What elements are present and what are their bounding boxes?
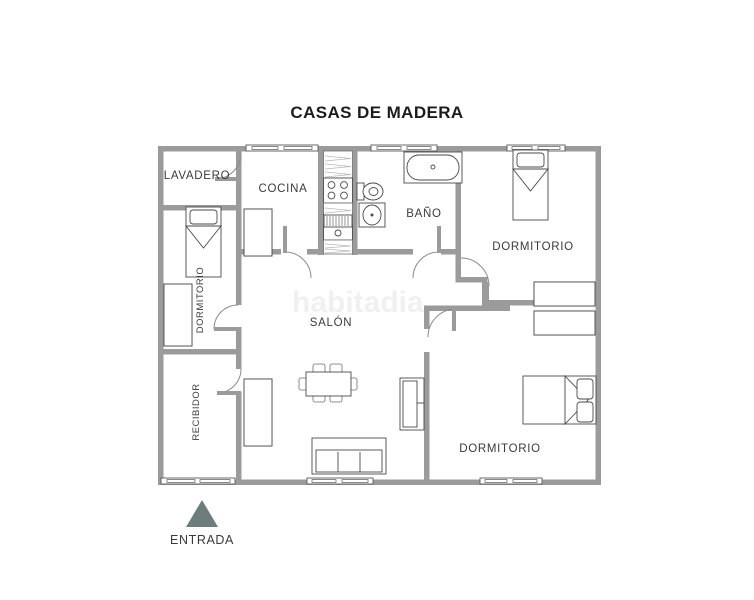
entrance-marker-group <box>186 500 218 527</box>
door <box>213 304 241 331</box>
room-label-dormitorio-2: DORMITORIO <box>492 241 574 253</box>
wardrobe-icon <box>533 281 596 307</box>
appliance-grille-icon <box>323 214 353 228</box>
room-label-recibidor: RECIBIDOR <box>191 383 202 440</box>
interior-wall <box>236 327 242 354</box>
window <box>245 144 319 152</box>
wardrobe-icon <box>243 378 273 447</box>
window <box>479 477 543 485</box>
wardrobes-group <box>163 208 596 447</box>
wardrobe-icon <box>163 283 193 347</box>
interior-wall <box>357 249 413 255</box>
room-label-dormitorio-3: DORMITORIO <box>459 443 541 455</box>
interior-wall <box>424 305 510 311</box>
bathtub-icon <box>403 151 463 184</box>
door <box>412 226 441 279</box>
interior-wall <box>424 311 430 329</box>
bathroom-sink-icon <box>358 202 386 228</box>
toilet-icon <box>356 182 384 201</box>
doors-group <box>213 152 490 395</box>
watermark-text: habitadia <box>292 286 424 319</box>
beds-group <box>185 149 597 426</box>
room-label-cocina: COCINA <box>259 183 308 195</box>
single-bed-icon <box>512 149 549 221</box>
entrance-label: ENTRADA <box>170 533 234 547</box>
interior-wall <box>482 277 488 305</box>
room-label-salon: SALÓN <box>310 316 353 329</box>
kitchen-fixtures <box>323 150 353 255</box>
door <box>460 257 490 304</box>
room-label-dormitorio-1: DORMITORIO <box>195 267 206 334</box>
interior-wall <box>441 249 461 255</box>
room-label-lavadero: LAVADERO <box>164 170 231 182</box>
interior-wall <box>352 146 358 255</box>
triangle-up-icon <box>186 500 218 527</box>
door <box>427 307 457 338</box>
interior-wall <box>158 349 241 355</box>
armchair-icon <box>399 377 425 431</box>
interior-wall <box>455 277 488 283</box>
window <box>306 477 374 485</box>
interior-wall <box>307 249 318 255</box>
sofa-icon <box>311 437 387 475</box>
interior-wall <box>236 205 242 305</box>
door <box>214 152 242 181</box>
windows-group <box>160 144 566 485</box>
interior-wall <box>236 354 242 369</box>
interior-wall <box>482 300 510 306</box>
stove-icon <box>323 177 353 204</box>
window <box>160 477 236 485</box>
salon-furniture <box>298 363 425 475</box>
interior-wall <box>236 392 242 480</box>
door <box>216 368 242 395</box>
window <box>370 144 438 152</box>
interior-wall <box>424 352 430 480</box>
interior-wall <box>455 254 461 283</box>
room-labels-group: LAVADERO COCINA BAÑO DORMITORIO DORMITOR… <box>164 170 574 455</box>
interior-wall <box>455 146 461 255</box>
dining-table-icon <box>298 363 358 403</box>
room-label-bano: BAÑO <box>406 207 441 220</box>
single-bed-icon <box>185 206 222 278</box>
bathroom-fixtures <box>356 151 463 228</box>
interior-wall <box>318 146 324 255</box>
wardrobe-icon <box>243 208 273 257</box>
wardrobe-icon <box>533 310 596 336</box>
page-title: CASAS DE MADERA <box>290 103 464 122</box>
washing-machine-icon <box>323 225 353 241</box>
double-bed-icon <box>522 374 597 426</box>
door <box>283 226 312 279</box>
